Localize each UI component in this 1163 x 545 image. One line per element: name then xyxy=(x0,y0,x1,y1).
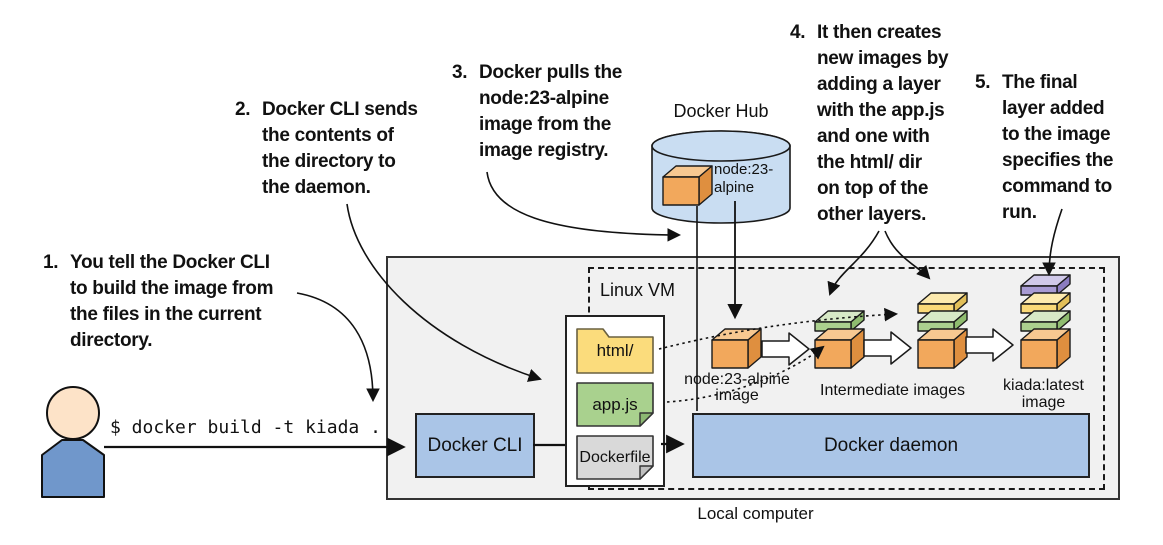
kiada-image-icon xyxy=(1020,274,1071,369)
html-folder-icon: html/ xyxy=(576,328,654,374)
kiada-image-label: kiada:latest image xyxy=(1003,377,1084,411)
dockerfile-file-label: Dockerfile xyxy=(579,448,651,466)
dockerfile-file-icon: Dockerfile xyxy=(576,435,654,480)
node-image-cube-icon xyxy=(711,328,762,369)
appjs-file-icon: app.js xyxy=(576,382,654,427)
annotation-number: 4. xyxy=(790,22,806,43)
annotation-3: 3. Docker pulls the node:23-alpine image… xyxy=(452,62,623,161)
annotation-1-arrow xyxy=(296,292,380,403)
intermediate-image-2-icon xyxy=(917,292,968,369)
intermediate-images-label: Intermediate images xyxy=(820,382,965,399)
hub-node-image-label: node:23- alpine xyxy=(714,161,774,196)
html-folder-label: html/ xyxy=(596,341,634,360)
node-image-label: node:23-alpine image xyxy=(684,371,790,404)
annotation-1: 1. You tell the Docker CLI to build the … xyxy=(43,252,274,351)
local-computer-label: Local computer xyxy=(697,504,814,523)
docker-daemon-box: Docker daemon xyxy=(692,413,1090,478)
annotation-number: 2. xyxy=(235,99,251,120)
person-icon xyxy=(41,386,105,498)
linux-vm-label: Linux VM xyxy=(600,280,676,300)
annotation-5: 5. The final layer added to the image sp… xyxy=(975,72,1114,223)
intermediate-image-1-icon xyxy=(814,310,865,369)
docker-cli-box: Docker CLI xyxy=(415,413,535,478)
annotation-number: 1. xyxy=(43,252,59,273)
annotation-number: 3. xyxy=(452,62,468,83)
hub-node-image-cube-icon xyxy=(662,165,713,206)
annotation-2: 2. Docker CLI sends the contents of the … xyxy=(235,99,418,198)
docker-cli-label: Docker CLI xyxy=(427,434,523,456)
docker-hub-label: Docker Hub xyxy=(673,101,769,121)
docker-daemon-label: Docker daemon xyxy=(823,434,959,456)
build-context-box: html/ app.js Dockerfile xyxy=(565,315,665,487)
appjs-file-label: app.js xyxy=(592,394,638,414)
annotation-number: 5. xyxy=(975,72,991,93)
annotation-4: 4. It then creates new images by adding … xyxy=(790,22,949,225)
cli-command-text: $ docker build -t kiada . xyxy=(110,417,381,438)
